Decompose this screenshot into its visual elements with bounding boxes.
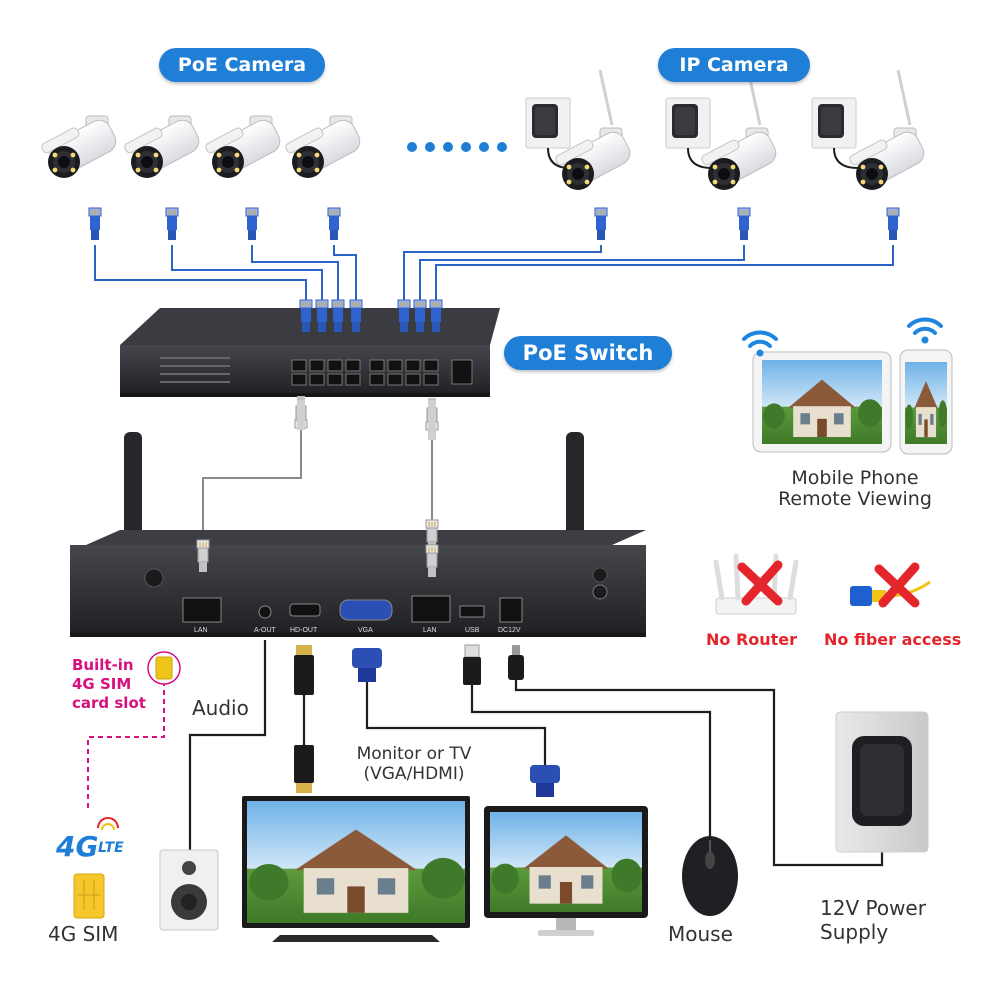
poe-camera-2 bbox=[122, 112, 204, 180]
sim-slot-icon bbox=[147, 651, 181, 685]
lte-logo-4g: 4G bbox=[55, 830, 98, 863]
ip-camera-badge: IP Camera bbox=[658, 48, 810, 82]
monitor-caption: Monitor or TV (VGA/HDMI) bbox=[334, 744, 494, 784]
power-caption-line2: Supply bbox=[820, 920, 889, 944]
peripheral-cables bbox=[188, 640, 884, 867]
ip-camera-3 bbox=[811, 69, 929, 192]
camera-cables bbox=[94, 245, 894, 300]
camera-rj45-plugs bbox=[88, 207, 900, 241]
vga-cable-connectors bbox=[352, 648, 560, 797]
power-adapter bbox=[835, 711, 929, 853]
ellipsis-dots bbox=[407, 142, 507, 152]
ip-camera-1 bbox=[525, 69, 635, 192]
port-label-vga: VGA bbox=[358, 627, 373, 634]
mobile-viewing-caption: Mobile Phone Remote Viewing bbox=[770, 468, 940, 510]
no-fiber-x-icon bbox=[879, 567, 915, 603]
port-label-lan-2: LAN bbox=[423, 627, 437, 634]
fiber-connector-icon bbox=[850, 580, 931, 606]
nvr-recorder bbox=[70, 432, 646, 637]
sim-card-icon bbox=[73, 873, 105, 919]
mouse-label: Mouse bbox=[668, 922, 733, 946]
sim-slot-caption: Built-in 4G SIM card slot bbox=[72, 656, 146, 713]
no-fiber-label: No fiber access bbox=[824, 630, 962, 649]
phone bbox=[899, 349, 953, 455]
mobile-caption-line1: Mobile Phone bbox=[791, 467, 919, 489]
port-label-aout: A-OUT bbox=[254, 627, 277, 634]
tablet bbox=[752, 351, 892, 453]
computer-monitor bbox=[484, 806, 648, 936]
tv-monitor bbox=[242, 796, 470, 942]
poe-camera-3 bbox=[203, 112, 285, 180]
sim-caption-line1: Built-in bbox=[72, 656, 134, 674]
poe-switch-badge: PoE Switch bbox=[504, 336, 672, 370]
power-caption-line1: 12V Power bbox=[820, 896, 926, 920]
poe-camera-1 bbox=[39, 112, 121, 180]
poe-switch bbox=[120, 299, 500, 440]
poe-camera-badge: PoE Camera bbox=[159, 48, 325, 82]
hdmi-cable-connectors bbox=[294, 645, 314, 793]
power-supply-caption: 12V Power Supply bbox=[820, 896, 926, 944]
monitor-caption-line2: (VGA/HDMI) bbox=[363, 764, 465, 784]
no-router-label: No Router bbox=[706, 630, 798, 649]
sim-dashed-line bbox=[87, 672, 165, 808]
port-label-lan: LAN bbox=[194, 627, 208, 634]
port-label-hdout: HD-OUT bbox=[290, 627, 318, 634]
lte-logo: 4G LTE bbox=[55, 817, 124, 863]
speaker bbox=[159, 849, 219, 931]
dc-connector bbox=[508, 645, 524, 680]
mobile-caption-line2: Remote Viewing bbox=[778, 488, 932, 510]
sim-caption-line3: card slot bbox=[72, 694, 146, 712]
port-label-usb: USB bbox=[465, 627, 480, 634]
usb-connector bbox=[463, 644, 481, 685]
nvr-port-labels: LAN A-OUT HD-OUT VGA LAN USB DC12V bbox=[194, 627, 521, 634]
mouse bbox=[682, 836, 738, 916]
sim-caption-line2: 4G SIM bbox=[72, 675, 132, 693]
sim-4g-label: 4G SIM bbox=[48, 922, 119, 946]
ip-camera-2 bbox=[665, 69, 781, 192]
poe-camera-4 bbox=[283, 112, 365, 180]
wifi-icon-2 bbox=[907, 317, 943, 346]
monitor-caption-line1: Monitor or TV bbox=[356, 744, 472, 764]
audio-label: Audio bbox=[192, 696, 249, 720]
port-label-dc12v: DC12V bbox=[498, 627, 521, 634]
uplink-cables bbox=[202, 430, 433, 540]
lte-logo-text: LTE bbox=[98, 840, 124, 856]
